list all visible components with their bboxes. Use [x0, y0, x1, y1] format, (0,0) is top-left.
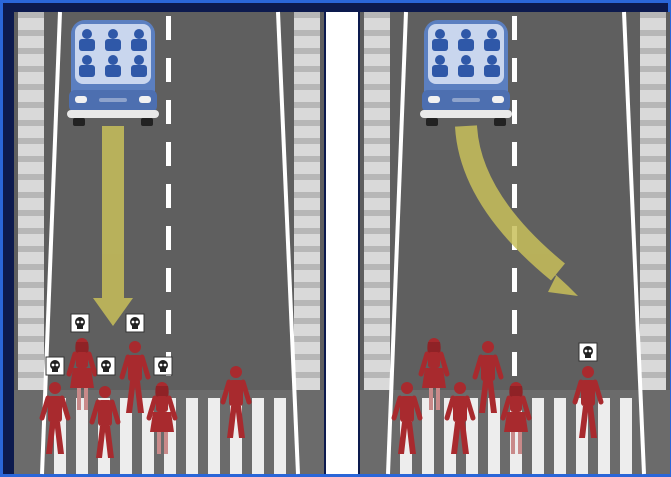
scenario-right-panel	[360, 12, 670, 474]
center-dash	[512, 184, 517, 208]
center-dash	[166, 142, 171, 166]
skull-icon	[97, 357, 115, 375]
center-dash	[512, 58, 517, 82]
center-dash	[166, 310, 171, 334]
crosswalk-stripe	[208, 398, 220, 474]
center-dash	[512, 16, 517, 40]
center-dash	[166, 58, 171, 82]
scenario-left-panel	[14, 12, 324, 474]
skull-icon	[579, 343, 597, 361]
panel-divider	[326, 12, 358, 474]
crosswalk-stripe	[598, 398, 610, 474]
center-dash	[512, 310, 517, 334]
crosswalk-stripe	[620, 398, 632, 474]
autonomous-car-icon	[67, 20, 159, 126]
center-dash	[512, 352, 517, 376]
crosswalk-stripe	[274, 398, 286, 474]
skull-icon	[126, 314, 144, 332]
center-dash	[512, 268, 517, 292]
left-barrier	[18, 12, 44, 390]
center-dash	[166, 226, 171, 250]
crosswalk-stripe	[186, 398, 198, 474]
skull-icon	[46, 357, 64, 375]
center-dash	[166, 268, 171, 292]
crosswalk-stripe	[532, 398, 544, 474]
skull-icon	[154, 357, 172, 375]
crosswalk-stripe	[252, 398, 264, 474]
crosswalk-stripe	[554, 398, 566, 474]
right-barrier	[640, 12, 666, 390]
center-dash	[166, 184, 171, 208]
skull-icon	[71, 314, 89, 332]
center-dash	[166, 100, 171, 124]
left-barrier	[364, 12, 390, 390]
right-barrier	[294, 12, 320, 390]
center-dash	[512, 100, 517, 124]
autonomous-car-icon	[420, 20, 512, 126]
center-dash	[512, 142, 517, 166]
center-dash	[166, 16, 171, 40]
